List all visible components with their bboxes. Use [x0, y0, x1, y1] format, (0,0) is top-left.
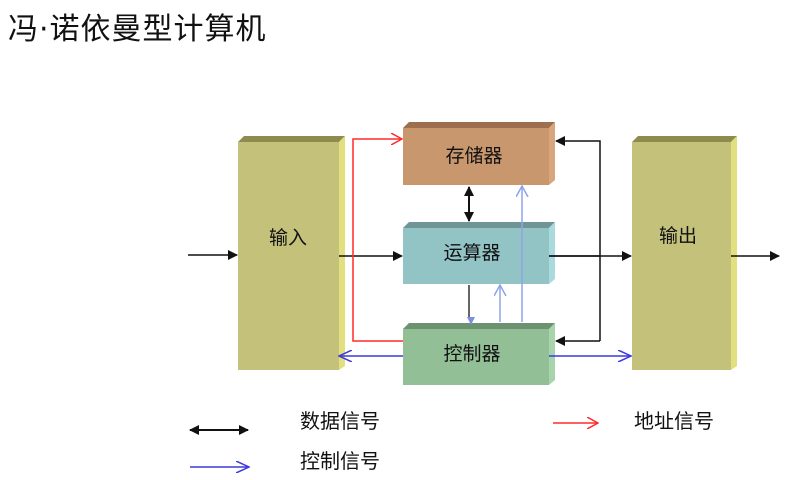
alu-box-face	[403, 228, 549, 284]
legend: 数据信号 地址信号 控制信号	[189, 409, 714, 473]
data-arrow-to-memory	[555, 136, 601, 341]
legend-address-label: 地址信号	[634, 409, 714, 433]
output-label: 输出	[659, 225, 697, 247]
output-box-face	[632, 142, 731, 370]
alu-box: 运算器	[403, 222, 555, 284]
input-label: 输入	[269, 227, 307, 249]
controller-box-face	[403, 329, 549, 385]
address-arrow-to-memory	[352, 139, 403, 342]
memory-box-face	[403, 128, 549, 185]
output-box: 输出	[632, 136, 737, 370]
alu-to-controller-arrowhead	[467, 317, 475, 325]
memory-label: 存储器	[445, 145, 502, 167]
input-box-face	[238, 142, 339, 370]
legend-data-label: 数据信号	[300, 409, 380, 433]
page-title: 冯·诺依曼型计算机	[8, 12, 267, 47]
legend-control-label: 控制信号	[300, 449, 380, 473]
controller-box: 控制器	[403, 323, 555, 385]
memory-box: 存储器	[403, 122, 555, 185]
input-box: 输入	[238, 136, 345, 370]
controller-label: 控制器	[443, 343, 500, 365]
alu-label: 运算器	[443, 242, 500, 264]
